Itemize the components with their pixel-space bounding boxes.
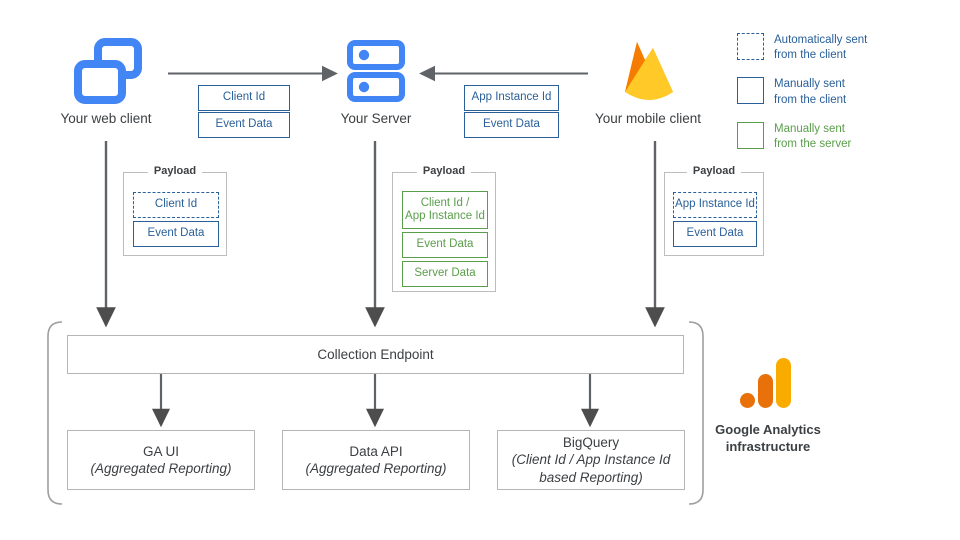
output-box-bigquery: BigQuery (Client Id / App Instance Id ba… bbox=[497, 430, 685, 490]
output-box-bigquery-subtitle2: based Reporting) bbox=[539, 469, 643, 485]
collection-endpoint-box: Collection Endpoint bbox=[67, 335, 684, 374]
infrastructure-caption-line1: Google Analytics bbox=[715, 422, 821, 437]
legend-label-manual-client: Manually sent from the client bbox=[774, 77, 846, 107]
transfer-chip-mobile-event-data: Event Data bbox=[464, 112, 559, 138]
node-label-web-client: Your web client bbox=[60, 111, 152, 126]
payload-web-title: Payload bbox=[147, 165, 203, 177]
node-label-server: Your Server bbox=[340, 111, 412, 126]
payload-server-chip-ids-line1: Client Id / bbox=[420, 196, 470, 209]
legend-label-auto-client-line2: from the client bbox=[774, 49, 847, 62]
firebase-flame-icon bbox=[617, 36, 681, 108]
payload-server-chip-ids-line2: App Instance Id bbox=[405, 210, 485, 222]
legend-label-auto-client-line1: Automatically sent bbox=[774, 34, 868, 46]
payload-mobile-chip-event-data: Event Data bbox=[673, 221, 757, 247]
output-box-ga-ui: GA UI (Aggregated Reporting) bbox=[67, 430, 255, 490]
output-box-bigquery-title: BigQuery bbox=[562, 435, 620, 451]
payload-mobile-title: Payload bbox=[686, 165, 742, 177]
legend-label-manual-server: Manually sent from the server bbox=[774, 122, 851, 152]
output-box-bigquery-subtitle: (Client Id / App Instance Id bbox=[511, 452, 671, 468]
output-box-ga-ui-title: GA UI bbox=[142, 443, 179, 459]
output-box-data-api: Data API (Aggregated Reporting) bbox=[282, 430, 470, 490]
server-rack-icon bbox=[347, 40, 405, 103]
payload-web-chip-client-id: Client Id bbox=[133, 192, 219, 218]
legend-swatch-auto-client bbox=[737, 33, 764, 60]
transfer-chip-web-event-data: Event Data bbox=[198, 112, 290, 138]
infrastructure-caption-line2: infrastructure bbox=[725, 438, 811, 454]
legend-swatch-manual-client bbox=[737, 77, 764, 105]
payload-server: Payload Client Id / App Instance Id Even… bbox=[392, 165, 496, 292]
google-analytics-logo-icon bbox=[740, 358, 800, 414]
transfer-chip-web-client-id: Client Id bbox=[198, 85, 290, 111]
legend-swatch-manual-server bbox=[737, 121, 764, 149]
transfer-chip-mobile-app-instance-id: App Instance Id bbox=[464, 85, 559, 111]
payload-web: Payload Client Id Event Data bbox=[123, 165, 227, 256]
payload-server-chip-event-data: Event Data bbox=[402, 232, 488, 258]
payload-server-chip-server-data: Server Data bbox=[402, 261, 488, 287]
legend-label-manual-server-line1: Manually sent bbox=[774, 122, 845, 135]
payload-server-title: Payload bbox=[416, 165, 472, 177]
payload-mobile: Payload App Instance Id Event Data bbox=[664, 165, 764, 256]
node-label-mobile-client: Your mobile client bbox=[594, 111, 702, 126]
payload-mobile-chip-app-instance-id: App Instance Id bbox=[673, 192, 757, 218]
payload-server-chip-ids: Client Id / App Instance Id bbox=[402, 191, 488, 229]
output-box-data-api-subtitle: (Aggregated Reporting) bbox=[305, 461, 447, 476]
payload-web-chip-event-data: Event Data bbox=[133, 221, 219, 247]
output-box-ga-ui-subtitle: (Aggregated Reporting) bbox=[90, 461, 232, 476]
legend-label-manual-client-line2: from the client bbox=[774, 93, 847, 106]
infrastructure-caption: Google Analytics infrastructure bbox=[680, 422, 856, 456]
legend-label-manual-client-line1: Manually sent bbox=[774, 78, 845, 91]
browser-windows-icon bbox=[72, 36, 144, 108]
output-box-data-api-title: Data API bbox=[349, 443, 403, 459]
collection-endpoint-label: Collection Endpoint bbox=[317, 346, 434, 362]
legend-label-auto-client: Automatically sent from the client bbox=[774, 33, 867, 63]
legend: Automatically sent from the client Manua… bbox=[737, 33, 867, 152]
legend-label-manual-server-line2: from the server bbox=[774, 137, 852, 150]
